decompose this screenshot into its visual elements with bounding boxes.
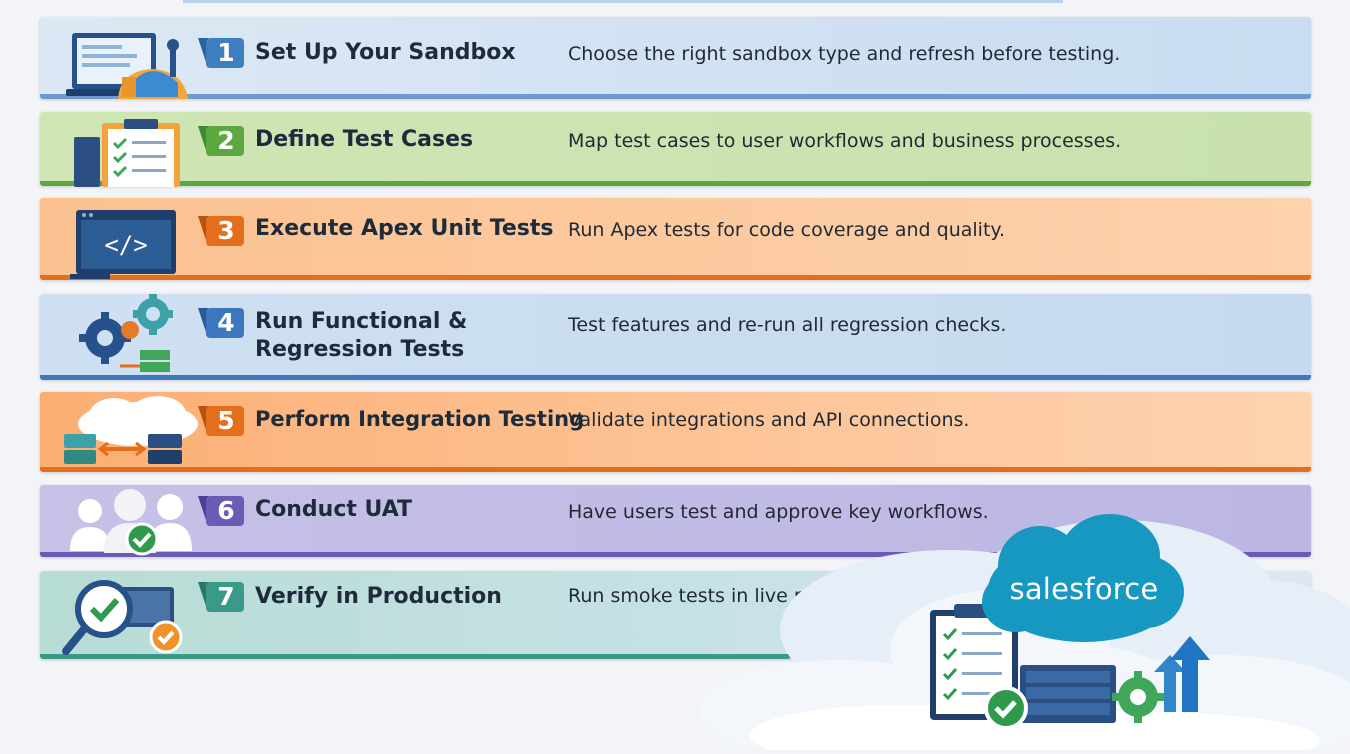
- step-2-underline: [40, 181, 1311, 186]
- step-7-badge: 7: [198, 582, 244, 612]
- step-4-description: Test features and re-run all regression …: [568, 314, 1007, 336]
- step-1-number: 1: [217, 38, 235, 67]
- step-6-title: Conduct UAT: [255, 497, 413, 522]
- step-3-badge: 3: [198, 216, 244, 246]
- step-6-number: 6: [217, 496, 235, 525]
- clipboard-checklist-icon: [60, 117, 210, 187]
- step-7-title: Verify in Production: [255, 584, 502, 609]
- step-4-underline: [40, 375, 1311, 380]
- step-2-title: Define Test Cases: [255, 127, 474, 152]
- users-check-icon: [60, 487, 210, 557]
- step-4-badge: 4: [198, 308, 244, 338]
- step-1-badge: 1: [198, 38, 244, 68]
- step-5-number: 5: [217, 406, 235, 435]
- step-3-number: 3: [217, 216, 235, 245]
- step-5-badge: 5: [198, 406, 244, 436]
- step-2-description: Map test cases to user workflows and bus…: [568, 130, 1122, 152]
- step-5-underline: [40, 467, 1311, 472]
- step-7-number: 7: [217, 582, 235, 611]
- step-3-title: Execute Apex Unit Tests: [255, 216, 554, 241]
- top-divider: [183, 0, 1063, 3]
- magnifier-check-icon: [60, 575, 210, 659]
- cloud-servers-icon: [60, 396, 210, 472]
- step-6-badge: 6: [198, 496, 244, 526]
- step-3-underline: [40, 275, 1311, 280]
- step-3-description: Run Apex tests for code coverage and qua…: [568, 219, 1005, 241]
- step-4-title: Run Functional & Regression Tests: [255, 309, 468, 362]
- step-5-row: 5 Perform Integration Testing Validate i…: [40, 392, 1311, 472]
- code-window-icon: </>: [60, 206, 210, 280]
- step-1-description: Choose the right sandbox type and refres…: [568, 43, 1121, 65]
- step-6-underline: [40, 552, 1311, 557]
- svg-text:</>: </>: [104, 231, 147, 259]
- salesforce-cloud-illustration: [700, 500, 1350, 754]
- step-1-row: 1 Set Up Your Sandbox Choose the right s…: [40, 17, 1311, 99]
- step-6-description: Have users test and approve key workflow…: [568, 501, 989, 523]
- step-2-badge: 2: [198, 126, 244, 156]
- step-5-description: Validate integrations and API connection…: [568, 409, 970, 431]
- step-7-underline: [40, 654, 791, 659]
- step-1-underline: [40, 94, 1311, 99]
- step-4-number: 4: [217, 308, 235, 337]
- step-2-number: 2: [217, 126, 235, 155]
- step-2-row: 2 Define Test Cases Map test cases to us…: [40, 112, 1311, 187]
- salesforce-logo: salesforce: [1009, 572, 1159, 606]
- step-3-row: </> 3 Execute Apex Unit Tests Run Apex t…: [40, 198, 1311, 280]
- laptop-hardhat-icon: [60, 27, 210, 109]
- step-4-row: 4 Run Functional & Regression Tests Test…: [40, 294, 1311, 380]
- gears-icon: [60, 294, 210, 380]
- step-5-title: Perform Integration Testing: [255, 407, 585, 431]
- step-1-title: Set Up Your Sandbox: [255, 40, 516, 65]
